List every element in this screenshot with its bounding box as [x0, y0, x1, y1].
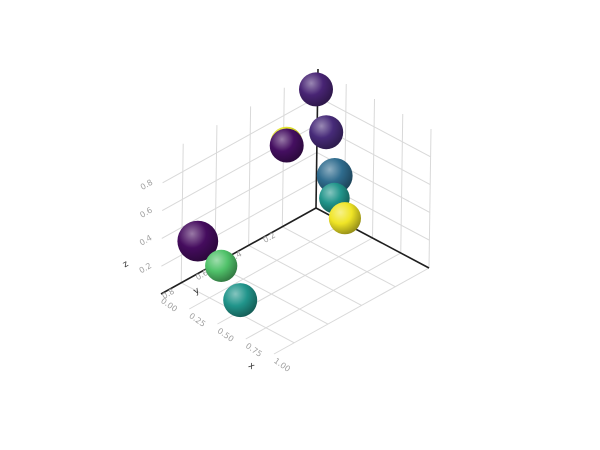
y-axis-line	[160, 207, 317, 295]
data-point-sphere[interactable]	[328, 202, 361, 235]
z-tick-label: 0.2	[138, 261, 154, 275]
data-point-sphere[interactable]	[177, 220, 219, 262]
x-axis-title: x	[246, 361, 257, 373]
x-tick-label: 0.75	[244, 341, 264, 359]
gridline-xy-y	[282, 226, 396, 288]
data-points	[177, 72, 361, 318]
data-point-sphere[interactable]	[205, 249, 238, 282]
x-tick-label: 0.50	[216, 326, 236, 344]
data-point-sphere[interactable]	[223, 283, 258, 318]
gridline-xy-x	[273, 267, 430, 355]
gridline-yz-y	[248, 106, 252, 246]
gridline-xy-y	[248, 244, 362, 306]
gridline-yz-y	[180, 143, 184, 283]
y-axis-title: y	[192, 285, 202, 297]
gridline-xz-x	[428, 128, 432, 269]
x-tick-label: 0.00	[159, 296, 179, 314]
z-axis-title: z	[121, 259, 130, 270]
axis-titles: x y z	[121, 259, 257, 372]
y-tick-label: 0.8	[160, 287, 176, 301]
data-point-sphere[interactable]	[316, 158, 353, 194]
z-tick-label: 0.8	[139, 178, 155, 192]
z-tick-label: 0.4	[138, 233, 154, 247]
gridline-xy-x	[189, 222, 345, 310]
gridline-xy-x	[245, 252, 401, 340]
data-point-sphere[interactable]	[299, 72, 333, 107]
gridline-yz-z	[162, 96, 318, 184]
y-tick-label: 0.2	[262, 231, 278, 245]
gridline-xz-x	[400, 113, 404, 254]
data-point-sphere[interactable]	[269, 128, 304, 163]
grid-lines	[160, 68, 432, 355]
gridline-xz-z	[317, 96, 431, 158]
data-point-sphere[interactable]	[309, 115, 344, 150]
z-tick-label: 0.6	[138, 206, 154, 220]
gridline-xz-x	[372, 98, 375, 239]
x-tick-label: 1.00	[272, 356, 292, 374]
x-tick-label: 0.25	[187, 311, 207, 329]
